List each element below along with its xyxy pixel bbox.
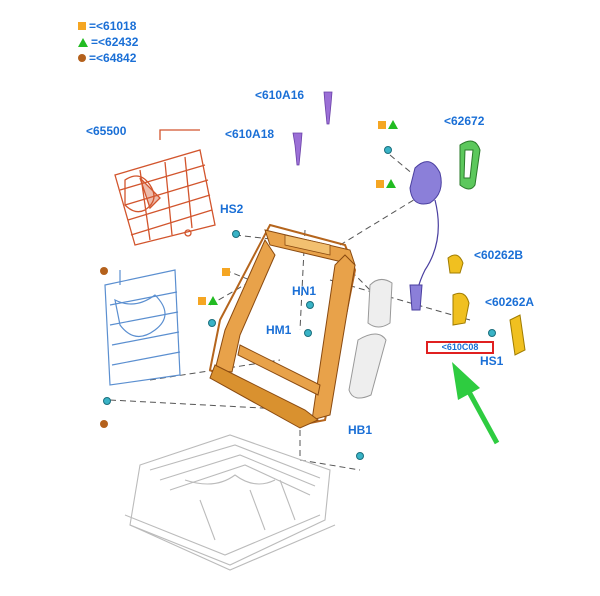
legend-text[interactable]: =<64842: [89, 51, 137, 65]
legend-item-62432: =<62432: [78, 34, 138, 50]
legend-item-64842: =<64842: [78, 50, 136, 66]
legend-text[interactable]: =<62432: [91, 35, 139, 49]
part-label-hs2[interactable]: HS2: [220, 202, 244, 216]
selected-part-label: <610C08: [441, 342, 479, 352]
part-label-610a16[interactable]: <610A16: [255, 88, 305, 102]
part-label-60262a[interactable]: <60262A: [485, 295, 535, 309]
guide-sleeves: [292, 91, 333, 166]
circle-symbol-icon: [78, 54, 86, 62]
part-label-60262b[interactable]: <60262B: [474, 248, 524, 262]
fasteners: [103, 146, 496, 460]
triangle-symbol-icon: [386, 179, 396, 188]
part-label-65500[interactable]: <65500: [86, 124, 127, 138]
legend-text[interactable]: =<61018: [89, 19, 137, 33]
part-label-hm1[interactable]: HM1: [266, 323, 292, 337]
legend-item-61018: =<61018: [78, 18, 136, 34]
part-label-hs1[interactable]: HS1: [480, 354, 504, 368]
green-bracket: [459, 140, 481, 190]
seat-back-frame: [208, 223, 357, 429]
green-arrow-icon: [452, 362, 500, 445]
part-label-610a18[interactable]: <610A18: [225, 127, 275, 141]
triangle-symbol-icon: [388, 120, 398, 129]
square-symbol-icon: [378, 121, 386, 129]
cushion-frame-top: [114, 129, 216, 246]
square-symbol-icon: [78, 22, 86, 30]
recliner-assembly: [409, 161, 442, 311]
selected-part-highlight[interactable]: <610C08: [426, 341, 494, 354]
triangle-symbol-icon: [78, 37, 88, 47]
circle-symbol-icon: [100, 420, 108, 428]
yellow-parts: [447, 254, 526, 356]
part-label-hn1[interactable]: HN1: [292, 284, 317, 298]
seat-track: [124, 434, 336, 571]
part-label-62672[interactable]: <62672: [444, 114, 485, 128]
square-symbol-icon: [222, 268, 230, 276]
square-symbol-icon: [376, 180, 384, 188]
side-pads: [348, 279, 393, 399]
square-symbol-icon: [198, 297, 206, 305]
circle-symbol-icon: [100, 267, 108, 275]
part-label-hb1[interactable]: HB1: [348, 423, 373, 437]
lumbar-frame: [104, 269, 181, 386]
triangle-symbol-icon: [208, 296, 218, 305]
